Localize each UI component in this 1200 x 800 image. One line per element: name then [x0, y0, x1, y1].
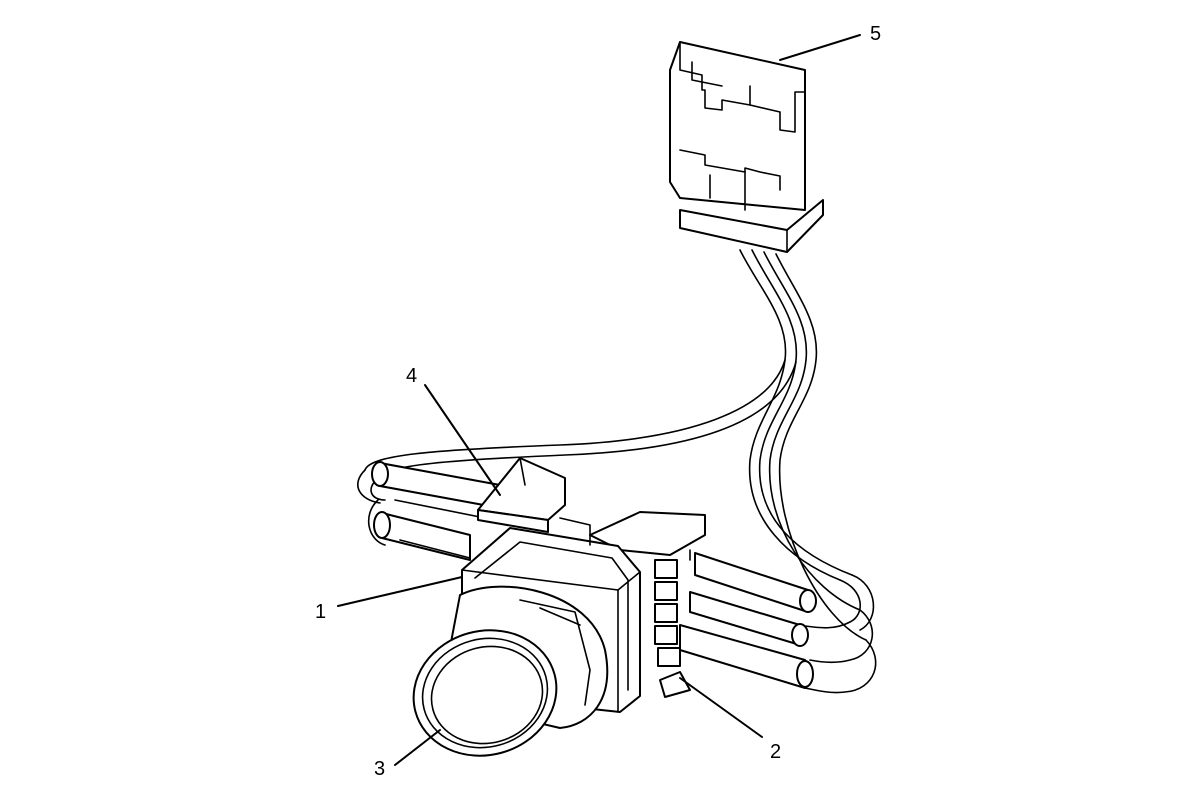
lens-part — [412, 585, 609, 757]
terminal-retainer-part — [589, 511, 706, 698]
callout-leaders — [337, 34, 861, 766]
connector-part — [669, 41, 824, 253]
callout-2-label: 2 — [770, 741, 781, 763]
wire-seals-left — [371, 461, 501, 561]
callout-1-label: 1 — [315, 601, 326, 623]
wire-seals-right — [654, 549, 817, 689]
callout-3-label: 3 — [374, 758, 385, 780]
callout-5-label: 5 — [870, 23, 881, 45]
lock-tab-part — [477, 457, 566, 533]
callout-4-label: 4 — [406, 365, 417, 387]
